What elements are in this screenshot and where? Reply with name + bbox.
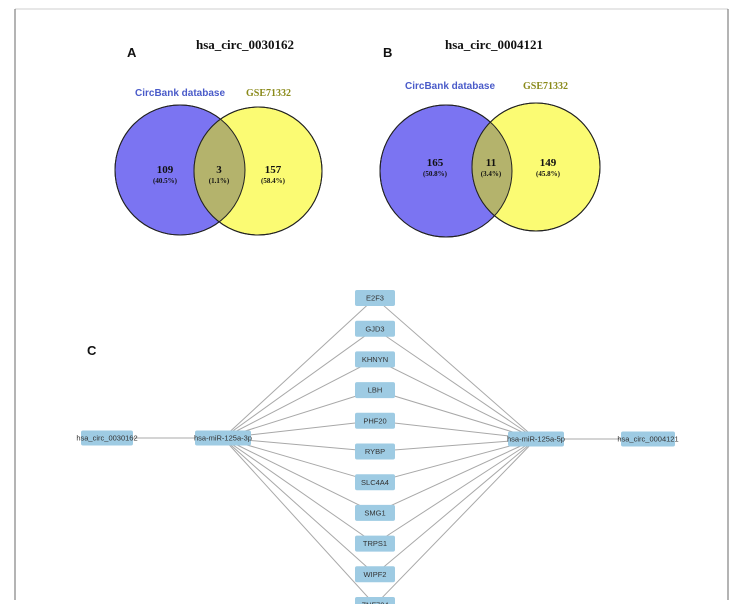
- node-gene-znf704: ZNF704: [355, 597, 395, 604]
- node-circ-0004121-box: [621, 431, 675, 447]
- edge-gene-smg1-mir-right: [374, 438, 537, 514]
- node-gene-rybp-label: RYBP: [365, 447, 385, 456]
- node-gene-lbh-box: [355, 382, 395, 399]
- node-gene-khnyn-box: [355, 351, 395, 368]
- node-gene-smg1: SMG1: [355, 504, 395, 521]
- edge-mir-left-gene-trps1: [222, 437, 376, 545]
- node-gene-phf20: PHF20: [355, 412, 395, 429]
- pct-overlap-a: (1.1%): [209, 177, 230, 185]
- venn-title-b: hsa_circ_0004121: [445, 37, 543, 52]
- node-mir-125a-5p-label: hsa-miR-125a-5p: [507, 435, 565, 444]
- venn-title-a: hsa_circ_0030162: [196, 37, 294, 52]
- node-gene-slc4a4: SLC4A4: [355, 474, 395, 491]
- node-mir-125a-3p-label: hsa-miR-125a-3p: [194, 434, 252, 443]
- edge-mir-left-gene-gjd3: [222, 328, 376, 439]
- node-circ-0030162: hsa_circ_0030162: [76, 430, 138, 446]
- node-gene-khnyn-label: KHNYN: [362, 355, 388, 364]
- node-gene-trps1-label: TRPS1: [363, 539, 387, 548]
- count-overlap-b: 11: [486, 157, 496, 169]
- node-gene-gjd3-box: [355, 320, 395, 337]
- edge-gene-gjd3-mir-right: [374, 328, 537, 440]
- node-gene-trps1-box: [355, 535, 395, 552]
- edge-mir-left-gene-smg1: [222, 437, 376, 514]
- venn-overlap-a: [194, 107, 245, 235]
- node-gene-gjd3-label: GJD3: [365, 324, 384, 333]
- count-overlap-a: 3: [216, 164, 222, 176]
- node-gene-e2f3: E2F3: [355, 290, 395, 306]
- venn-panel-a: A hsa_circ_0030162 CircBank database GSE…: [114, 37, 323, 236]
- node-gene-phf20-box: [355, 412, 395, 429]
- count-left-a: 109: [157, 164, 174, 176]
- edge-mir-left-gene-wipf2: [222, 437, 376, 575]
- node-gene-smg1-label: SMG1: [364, 509, 385, 518]
- node-gene-trps1: TRPS1: [355, 535, 395, 552]
- node-gene-lbh: LBH: [355, 382, 395, 399]
- pct-right-b: (45.8%): [536, 170, 561, 178]
- node-gene-znf704-label: ZNF704: [361, 601, 388, 604]
- node-gene-rybp-box: [355, 443, 395, 460]
- node-gene-slc4a4-label: SLC4A4: [361, 478, 389, 487]
- network-panel-c: C hsa_circ_0030162 hsa-miR-125a-3p hsa-miR…: [76, 290, 679, 604]
- node-circ-0030162-box: [81, 430, 133, 446]
- count-right-a: 157: [265, 164, 282, 176]
- node-gene-lbh-label: LBH: [368, 386, 383, 395]
- pct-right-a: (58.4%): [261, 177, 286, 185]
- edge-gene-wipf2-mir-right: [374, 438, 537, 575]
- node-gene-smg1-box: [355, 504, 395, 521]
- node-circ-0004121-label: hsa_circ_0004121: [617, 435, 678, 444]
- pct-left-b: (50.8%): [423, 170, 448, 178]
- set-label-circbank-b: CircBank database: [405, 81, 495, 92]
- edge-gene-trps1-mir-right: [374, 438, 537, 545]
- edge-mir-left-gene-khnyn: [222, 358, 376, 439]
- panel-letter-c: C: [87, 343, 97, 358]
- node-gene-phf20-label: PHF20: [363, 416, 386, 425]
- pct-left-a: (40.5%): [153, 177, 178, 185]
- node-circ-0004121: hsa_circ_0004121: [617, 431, 679, 447]
- node-gene-wipf2-box: [355, 566, 395, 583]
- count-left-b: 165: [427, 157, 444, 169]
- node-gene-wipf2-label: WIPF2: [364, 570, 387, 579]
- network-nodes: hsa_circ_0030162 hsa-miR-125a-3p hsa-miR-1…: [76, 290, 679, 604]
- node-gene-e2f3-label: E2F3: [366, 294, 384, 303]
- node-gene-rybp: RYBP: [355, 443, 395, 460]
- node-gene-gjd3: GJD3: [355, 320, 395, 337]
- edge-mir-left-gene-lbh: [222, 389, 376, 439]
- node-gene-wipf2: WIPF2: [355, 566, 395, 583]
- node-mir-125a-3p: hsa-miR-125a-3p: [194, 430, 252, 446]
- edge-mir-left-gene-znf704: [222, 437, 375, 604]
- panel-letter-b: B: [383, 45, 392, 60]
- venn-panel-b: B hsa_circ_0004121 CircBank database GSE…: [379, 37, 601, 238]
- node-mir-125a-3p-box: [195, 430, 251, 446]
- node-circ-0030162-label: hsa_circ_0030162: [76, 434, 137, 443]
- set-label-gse-b: GSE71332: [523, 81, 568, 92]
- node-gene-khnyn: KHNYN: [355, 351, 395, 368]
- node-gene-znf704-box: [355, 597, 395, 604]
- set-label-circbank-a: CircBank database: [135, 88, 225, 99]
- pct-overlap-b: (3.4%): [481, 170, 502, 178]
- edge-gene-khnyn-mir-right: [374, 358, 537, 440]
- node-gene-slc4a4-box: [355, 474, 395, 491]
- count-right-b: 149: [540, 157, 557, 169]
- edge-gene-e2f3-mir-right: [374, 297, 537, 440]
- node-mir-125a-5p-box: [508, 431, 564, 447]
- node-mir-125a-5p: hsa-miR-125a-5p: [507, 431, 565, 447]
- set-label-gse-a: GSE71332: [246, 88, 291, 99]
- edge-mir-left-gene-e2f3: [222, 297, 376, 439]
- node-gene-e2f3-box: [355, 290, 395, 306]
- edge-gene-lbh-mir-right: [374, 389, 537, 440]
- panel-letter-a: A: [127, 45, 137, 60]
- edge-gene-znf704-mir-right: [375, 438, 537, 604]
